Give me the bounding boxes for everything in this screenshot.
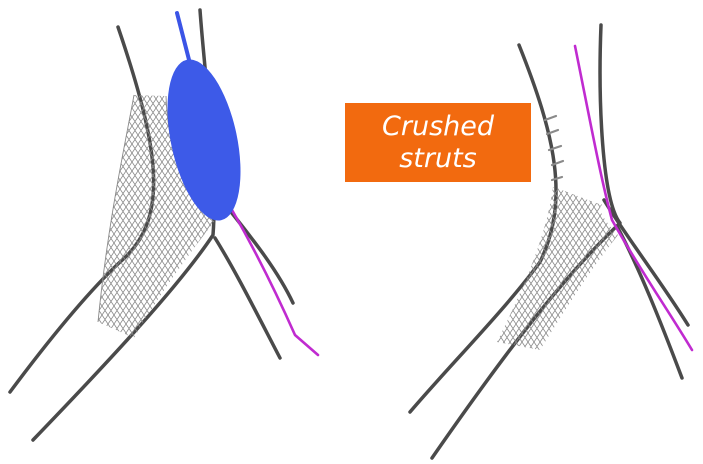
right-panel [410,25,692,458]
label-line-2: struts [399,143,477,175]
crushed-struts-label: Crushed struts [345,103,531,182]
left-purple-guidewire [232,210,318,355]
right-side-branch-wall-upper [604,200,688,325]
left-side-branch-wall-lower [215,238,280,358]
left-side-branch-wall-upper [220,198,293,303]
label-line-1: Crushed [382,111,494,143]
left-panel [10,10,318,440]
right-vessel-outer-wall [410,45,556,412]
